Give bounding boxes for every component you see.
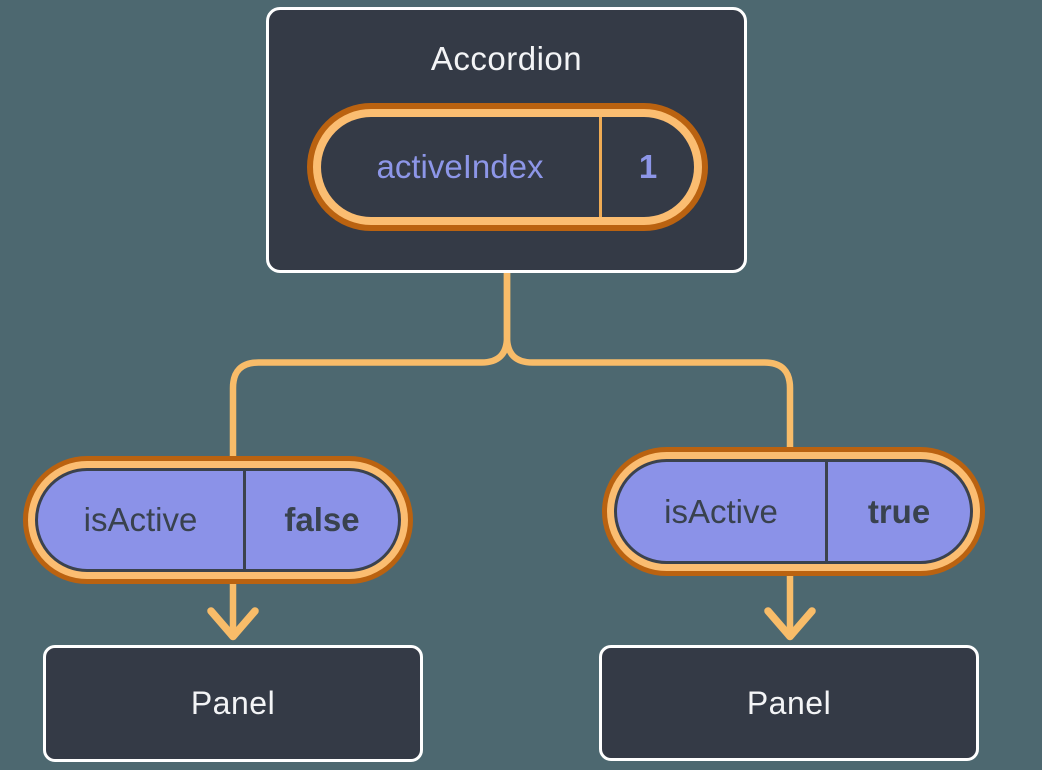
accordion-component-node: Accordion activeIndex 1 (266, 7, 747, 273)
sparkle-icon (1011, 471, 1032, 492)
panel-node-right: Panel (599, 645, 979, 761)
state-pill-body: isActive false (35, 468, 401, 572)
state-pill-activeindex: activeIndex 1 (307, 103, 708, 231)
down-arrow-icon (207, 607, 259, 641)
state-name-label: isActive (664, 492, 778, 530)
pill-divider (825, 462, 828, 561)
state-pill-isactive-left: isActive false (23, 456, 413, 584)
state-pill-body: isActive true (614, 459, 973, 564)
sparkle-icon (406, 442, 441, 477)
sparkle-icon (429, 478, 450, 499)
state-pill-body: activeIndex 1 (321, 117, 694, 217)
state-value-label: false (284, 501, 360, 538)
state-name-label: activeIndex (376, 148, 544, 185)
pill-divider (243, 471, 246, 569)
panel-label: Panel (190, 685, 276, 721)
state-name-label: isActive (83, 501, 198, 538)
pill-divider (599, 117, 602, 217)
panel-label: Panel (746, 684, 832, 721)
panel-node-left: Panel (43, 645, 423, 762)
sparkle-icon (988, 436, 1023, 471)
state-pill-isactive-right: isActive true (602, 447, 985, 576)
state-value-label: true (867, 492, 931, 530)
down-arrow-icon (764, 607, 816, 641)
state-value-label: 1 (638, 148, 658, 185)
accordion-title: Accordion (430, 40, 583, 77)
